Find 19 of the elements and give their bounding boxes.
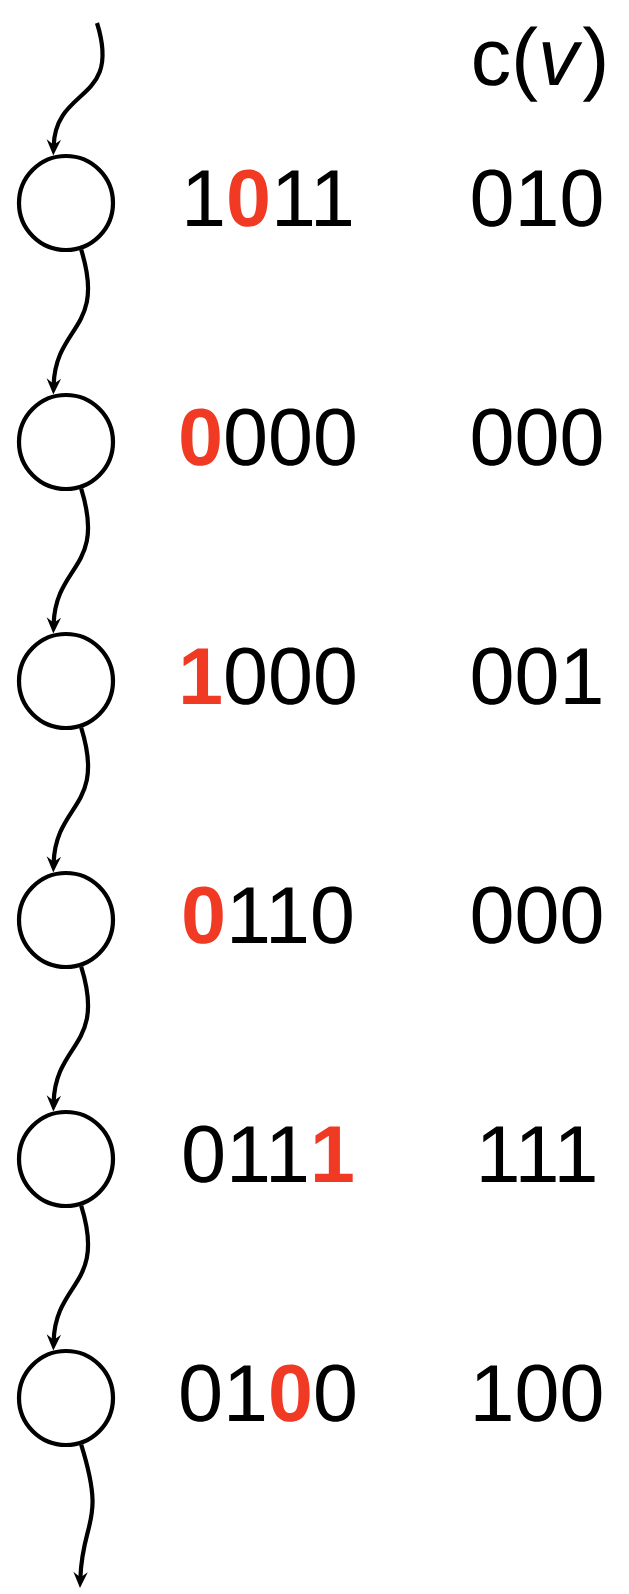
- bit-string: 0000: [181, 408, 355, 466]
- circle-node: [16, 153, 116, 253]
- code-value: 000: [472, 408, 602, 466]
- circle-node: [16, 1109, 116, 1209]
- bit-string: 0110: [184, 886, 352, 944]
- circle-node: [16, 870, 116, 970]
- circle-node: [16, 1348, 116, 1448]
- code-value: 100: [475, 1364, 602, 1422]
- bit-string: 0111: [184, 1125, 353, 1183]
- bit-string: 1000: [183, 647, 355, 705]
- code-value: 001: [472, 647, 601, 705]
- bit-string: 0100: [181, 1364, 355, 1422]
- code-value: 010: [472, 169, 602, 227]
- circle-node: [16, 392, 116, 492]
- code-value: 111: [481, 1126, 595, 1182]
- code-value: 000: [472, 886, 602, 944]
- bit-string: 1011: [187, 169, 351, 227]
- circle-node: [16, 631, 116, 731]
- column-header: c(v): [474, 26, 605, 102]
